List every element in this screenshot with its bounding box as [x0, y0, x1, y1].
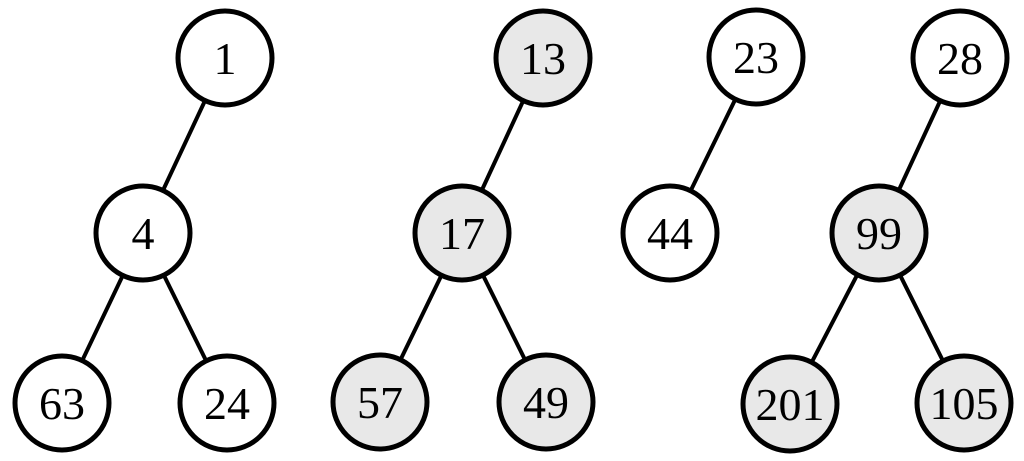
node-circle — [93, 183, 193, 283]
node-circle — [829, 183, 929, 283]
node-circle — [706, 7, 806, 107]
node-circle — [740, 354, 840, 454]
tree-node-49: 49 — [496, 352, 596, 452]
tree-node-24: 24 — [177, 353, 277, 453]
node-circle — [910, 8, 1010, 108]
node-circle — [496, 352, 596, 452]
tree-node-23: 23 — [706, 7, 806, 107]
tree-node-17: 17 — [412, 183, 512, 283]
node-label: 24 — [204, 378, 250, 429]
node-circle — [914, 353, 1014, 453]
node-circle — [177, 353, 277, 453]
node-label: 4 — [132, 208, 155, 259]
tree-node-13: 13 — [493, 8, 593, 108]
node-circle — [620, 183, 720, 283]
tree-node-105: 105 — [914, 353, 1014, 453]
node-label: 49 — [523, 377, 569, 428]
node-circle — [12, 353, 112, 453]
tree-4: 28 99 201 105 — [740, 8, 1014, 454]
tree-node-201: 201 — [740, 354, 840, 454]
tree-node-44: 44 — [620, 183, 720, 283]
tree-1: 1 4 63 24 — [12, 8, 277, 453]
node-label: 17 — [439, 208, 485, 259]
node-label: 44 — [647, 208, 693, 259]
node-label: 28 — [937, 33, 983, 84]
node-circle — [330, 352, 430, 452]
node-circle — [412, 183, 512, 283]
node-label: 201 — [756, 379, 825, 430]
tree-node-57: 57 — [330, 352, 430, 452]
tree-3: 23 44 — [620, 7, 806, 283]
node-circle — [493, 8, 593, 108]
node-label: 105 — [930, 378, 999, 429]
node-circle — [175, 8, 275, 108]
tree-node-1: 1 — [175, 8, 275, 108]
node-label: 23 — [733, 32, 779, 83]
tree-2: 13 17 57 49 — [330, 8, 596, 452]
tree-node-28: 28 — [910, 8, 1010, 108]
node-label: 57 — [357, 377, 403, 428]
tree-node-4: 4 — [93, 183, 193, 283]
node-label: 13 — [520, 33, 566, 84]
node-label: 99 — [856, 208, 902, 259]
node-label: 63 — [39, 378, 85, 429]
tree-node-63: 63 — [12, 353, 112, 453]
node-label: 1 — [214, 33, 237, 84]
tree-node-99: 99 — [829, 183, 929, 283]
